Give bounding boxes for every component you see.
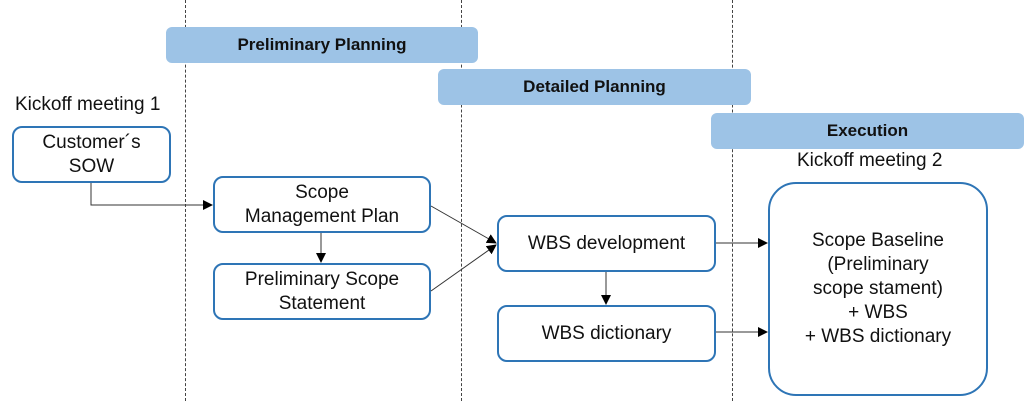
node-wbs-dictionary: WBS dictionary	[497, 305, 716, 362]
edge-pss-to-wbsdev	[430, 244, 497, 292]
phase-preliminary-planning: Preliminary Planning	[166, 27, 478, 63]
phase-execution: Execution	[711, 113, 1024, 149]
kickoff-meeting-1-label: Kickoff meeting 1	[15, 94, 161, 115]
phase-divider-3	[732, 0, 733, 401]
node-customer-sow: Customer´s SOW	[12, 126, 171, 183]
kickoff-meeting-2-label: Kickoff meeting 2	[797, 150, 943, 171]
phase-divider-1	[185, 0, 186, 401]
node-scope-baseline: Scope Baseline (Preliminary scope stamen…	[768, 182, 988, 396]
phase-divider-2	[461, 0, 462, 401]
node-wbs-development: WBS development	[497, 215, 716, 272]
edge-sow-to-smp	[90, 183, 213, 210]
edge-smp-to-wbsdev	[430, 205, 497, 244]
phase-detailed-planning: Detailed Planning	[438, 69, 751, 105]
node-preliminary-scope-statement: Preliminary Scope Statement	[213, 263, 431, 320]
node-scope-management-plan: Scope Management Plan	[213, 176, 431, 233]
